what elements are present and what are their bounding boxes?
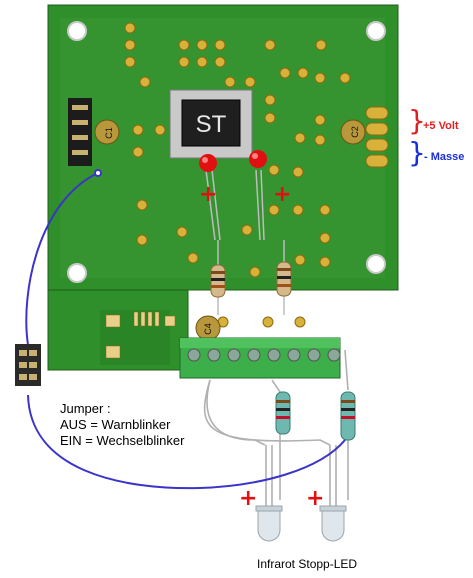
c1-label: C1 bbox=[104, 127, 114, 139]
jumper-connector bbox=[15, 344, 41, 386]
brace-masse-icon: } bbox=[408, 136, 426, 169]
terminal-block bbox=[179, 337, 341, 379]
pin-header bbox=[68, 98, 92, 166]
c2-label: C2 bbox=[350, 126, 360, 138]
smd-pads bbox=[105, 311, 176, 359]
ic-chip: ST bbox=[169, 89, 253, 159]
caption-ir-leds: Infrarot Stopp-LED bbox=[257, 557, 358, 571]
ir-led-right bbox=[319, 505, 347, 542]
ext-resistor-left bbox=[275, 391, 291, 435]
jumper-title: Jumper : bbox=[60, 401, 111, 416]
jumper-on-text: EIN = Wechselblinker bbox=[60, 433, 185, 448]
brace-volt-icon: } bbox=[408, 104, 426, 137]
jumper-wire bbox=[25, 169, 346, 490]
ic-marking: ST bbox=[196, 111, 227, 138]
ir-led-left bbox=[255, 505, 283, 542]
supply-minus-label: - Masse bbox=[424, 151, 465, 163]
mounting-holes bbox=[67, 21, 386, 283]
solder-pads bbox=[124, 22, 351, 351]
plus-sign-led-left: + bbox=[199, 182, 218, 207]
board-led-left bbox=[199, 154, 221, 241]
plus-sign-ir-right: + bbox=[306, 486, 325, 511]
jumper-legend: Jumper : AUS = Warnblinker EIN = Wechsel… bbox=[60, 401, 184, 449]
capacitor-c2: C2 bbox=[340, 119, 366, 145]
supply-pads bbox=[365, 106, 389, 168]
resistor-left bbox=[210, 240, 226, 315]
plus-sign-led-right: + bbox=[273, 182, 292, 207]
plus-sign-ir-left: + bbox=[239, 486, 258, 511]
capacitor-c1: C1 bbox=[94, 119, 120, 145]
jumper-off-text: AUS = Warnblinker bbox=[60, 417, 171, 432]
board-led-right bbox=[249, 150, 267, 241]
c4-label: C4 bbox=[203, 323, 213, 335]
capacitor-c4: C4 bbox=[195, 315, 221, 341]
ext-resistor-right bbox=[340, 391, 356, 441]
led-wires bbox=[203, 349, 349, 510]
resistor-right bbox=[276, 240, 292, 315]
supply-plus-label: +5 Volt bbox=[423, 120, 459, 132]
